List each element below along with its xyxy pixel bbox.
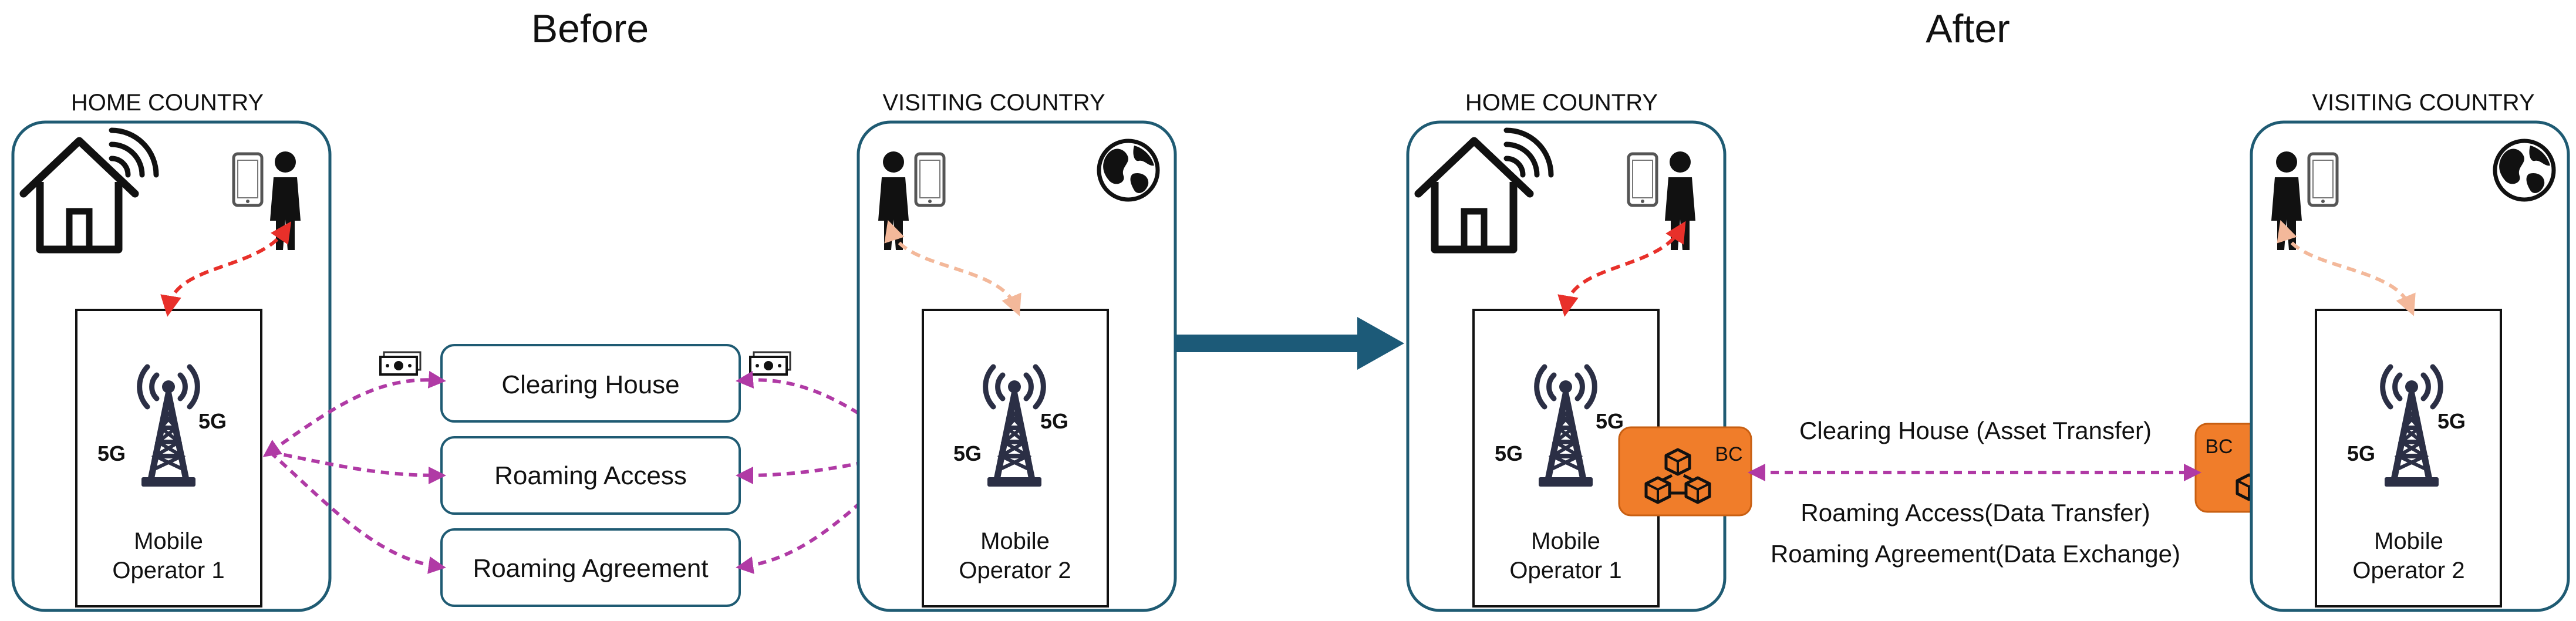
after-link-roaming-access: Roaming Access(Data Transfer) bbox=[1800, 499, 2150, 526]
globe-icon bbox=[1099, 141, 1158, 200]
before-user-link bbox=[160, 221, 292, 317]
after-link-clearing-house: Clearing House (Asset Transfer) bbox=[1799, 417, 2152, 444]
before-op2-5g-right: 5G bbox=[1040, 409, 1068, 433]
before-op2-name-line2: Operator 2 bbox=[959, 558, 1071, 583]
service-label-roaming-access: Roaming Access bbox=[494, 461, 687, 490]
after-blockchain-label-left: BC bbox=[1715, 443, 1742, 465]
after-op2-name-line1: Mobile bbox=[2374, 528, 2443, 554]
after-op2-5g-left: 5G bbox=[2347, 441, 2375, 465]
globe-icon bbox=[2495, 141, 2554, 200]
phone-icon bbox=[2309, 154, 2337, 205]
service-label-clearing-house: Clearing House bbox=[501, 370, 679, 399]
after-op1-5g-right: 5G bbox=[1596, 409, 1624, 433]
phone-icon bbox=[916, 154, 944, 205]
phone-icon bbox=[234, 154, 262, 205]
before-op1-name-line2: Operator 1 bbox=[112, 558, 224, 583]
cash-icon bbox=[379, 351, 422, 376]
after-op1-name-line2: Operator 1 bbox=[1509, 558, 1621, 583]
before-title: Before bbox=[531, 6, 649, 51]
after-user-link bbox=[1557, 221, 1686, 317]
before-visitor-link bbox=[884, 220, 1021, 316]
after-title: After bbox=[1926, 6, 2010, 51]
after-op1-5g-left: 5G bbox=[1495, 441, 1523, 465]
cash-icon bbox=[749, 351, 791, 376]
after-op1-name-line1: Mobile bbox=[1531, 528, 1600, 554]
after-visitor-link bbox=[2277, 220, 2416, 316]
before-op2-5g-left: 5G bbox=[953, 441, 982, 465]
phone-icon bbox=[1628, 154, 1657, 205]
after-op2-5g-right: 5G bbox=[2437, 409, 2466, 433]
after-home-country-label: HOME COUNTRY bbox=[1465, 90, 1658, 116]
before-op2-name-line1: Mobile bbox=[980, 528, 1050, 554]
transition-arrow bbox=[1174, 317, 1404, 370]
before-visiting-country-label: VISITING COUNTRY bbox=[882, 90, 1105, 116]
service-label-roaming-agreement: Roaming Agreement bbox=[473, 554, 708, 583]
before-op1-5g-left: 5G bbox=[97, 441, 126, 465]
after-blockchain-label-right: BC bbox=[2205, 436, 2233, 458]
after-link-roaming-agreement: Roaming Agreement(Data Exchange) bbox=[1771, 540, 2180, 568]
before-home-country-label: HOME COUNTRY bbox=[71, 90, 264, 116]
before-op1-5g-right: 5G bbox=[198, 409, 227, 433]
before-op1-name-line1: Mobile bbox=[134, 528, 203, 554]
after-visiting-country-label: VISITING COUNTRY bbox=[2312, 90, 2534, 116]
after-op2-name-line2: Operator 2 bbox=[2352, 558, 2464, 583]
